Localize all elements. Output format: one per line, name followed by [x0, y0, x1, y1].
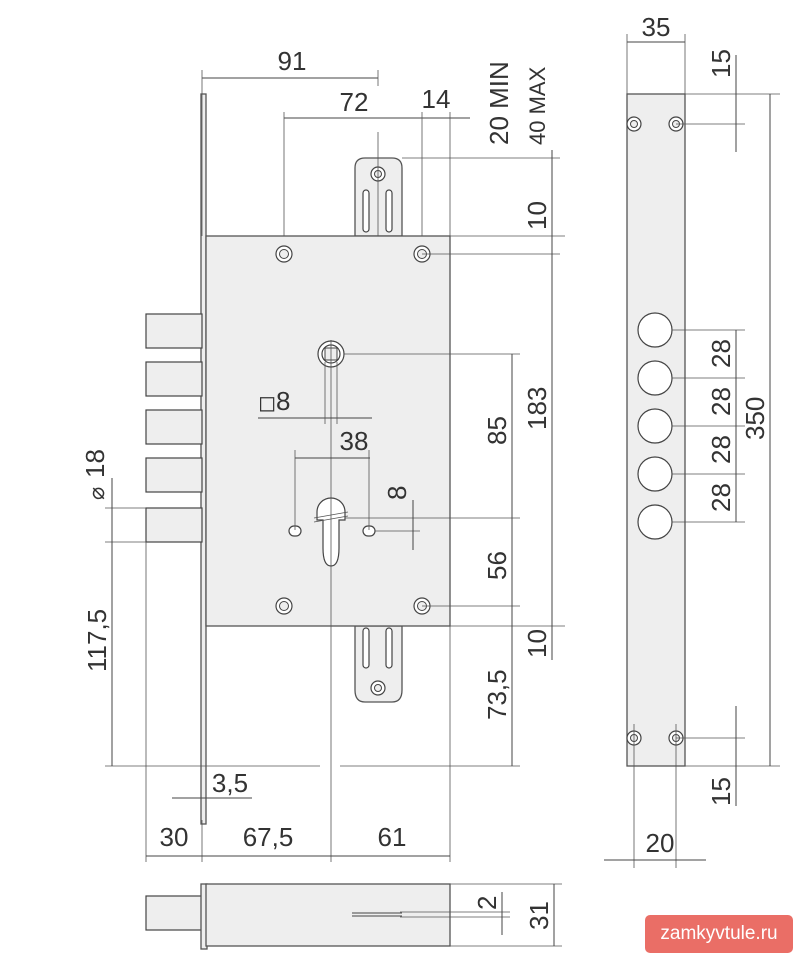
- dim-35-label: 35: [642, 12, 671, 42]
- bolt-tongue: [145, 313, 203, 349]
- faceplate-bolt-holes: [637, 312, 673, 540]
- dim-20: 20: [604, 724, 706, 868]
- dim-8: 8: [345, 486, 520, 550]
- dim-38-label: 38: [340, 426, 369, 456]
- dim-183-label: 183: [522, 387, 552, 430]
- bottom-view-body: [205, 883, 451, 947]
- top-rod-connector: [354, 157, 403, 237]
- dim-3-5-label: 3,5: [212, 768, 248, 798]
- dim-91: 91: [201, 46, 379, 236]
- dim-square-8: ◻ 8: [258, 362, 372, 424]
- dim-15-top-label: 15: [706, 49, 736, 78]
- dim-85-label: 85: [482, 416, 512, 445]
- dim-38: 38: [294, 426, 370, 530]
- dim-56-label: 56: [482, 551, 512, 580]
- dim-35: 35: [626, 12, 686, 94]
- dim-117-5-label: 117,5: [82, 609, 112, 672]
- dim-91-label: 91: [278, 46, 307, 76]
- dim-28-label: 28: [706, 387, 736, 416]
- dim-backset-min-max: 20 MIN 40 MAX: [484, 61, 550, 145]
- dim-28-label: 28: [706, 435, 736, 464]
- dim-67-5-label: 67,5: [243, 822, 294, 852]
- dim-8-label: 8: [382, 486, 412, 500]
- dim-72: 72 14: [283, 84, 470, 236]
- dim-30-label: 30: [160, 822, 189, 852]
- side-view: 35 15 28 28 28 28 350: [604, 12, 780, 868]
- watermark-badge[interactable]: zamkyvtule.ru: [645, 915, 793, 953]
- bottom-rod-connector: [354, 625, 403, 703]
- dim-73-5: 73,5: [482, 606, 513, 766]
- dim-20min-label: 20 MIN: [484, 61, 514, 145]
- bottom-view: 2 31: [145, 883, 562, 950]
- bolt-tongue: [145, 361, 203, 397]
- dim-15-bottom: 15: [676, 706, 745, 806]
- square-symbol: ◻: [258, 390, 276, 415]
- dim-15-bottom-label: 15: [706, 777, 736, 806]
- dim-61-label: 61: [378, 822, 407, 852]
- dim-72-label: 72: [340, 87, 369, 117]
- dim-diameter-18: ⌀ 18: [80, 449, 146, 552]
- bottom-view-bolt: [145, 895, 203, 931]
- dim-10-top-label: 10: [522, 201, 552, 230]
- bolt-tongue: [145, 507, 203, 543]
- bolt-tongue: [145, 409, 203, 445]
- lock-body: [205, 235, 451, 627]
- dim-square-8-label: 8: [276, 386, 290, 416]
- bolt-tongues: [145, 313, 203, 543]
- dim-28-label: 28: [706, 339, 736, 368]
- diameter-symbol: ⌀: [84, 487, 109, 500]
- dim-350: 350: [685, 94, 780, 767]
- dim-28-label: 28: [706, 483, 736, 512]
- dim-183: 183: [422, 253, 560, 606]
- dim-20-label: 20: [646, 828, 675, 858]
- dim-40max-label: 40 MAX: [525, 66, 550, 145]
- dim-18-label: 18: [80, 449, 110, 478]
- dim-56: 56: [422, 518, 520, 607]
- dim-3-5: 3,5: [172, 766, 252, 806]
- front-view: 91 72 14 20 MIN 40 MAX 10 183: [80, 46, 565, 862]
- dim-350-label: 350: [740, 397, 770, 440]
- dim-10-bottom-label: 10: [522, 629, 552, 658]
- dim-31-label: 31: [524, 901, 554, 930]
- dim-117-5: 117,5: [82, 525, 113, 766]
- dim-85: 85: [344, 353, 520, 518]
- dim-chain-bottom: 30 67,5 61: [145, 542, 451, 862]
- dim-73-5-label: 73,5: [482, 669, 512, 720]
- dim-28-chain: 28 28 28 28: [672, 329, 745, 523]
- dim-2-label: 2: [472, 896, 502, 910]
- dim-14-label: 14: [422, 84, 451, 114]
- dim-15-top: 15: [676, 49, 780, 152]
- bolt-tongue: [145, 457, 203, 493]
- dim-10-bottom: 10: [450, 600, 565, 660]
